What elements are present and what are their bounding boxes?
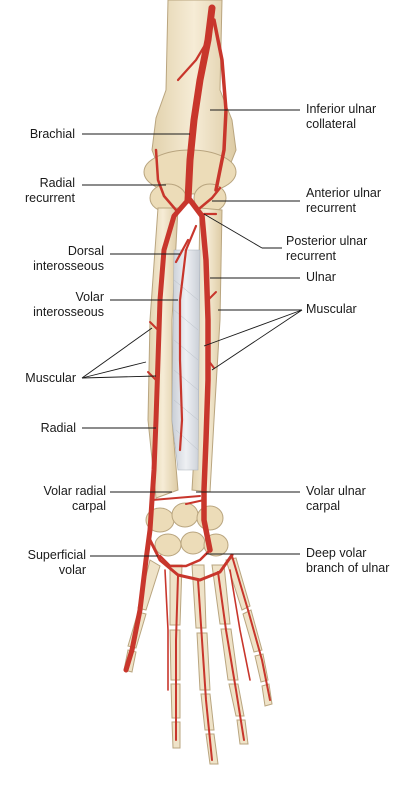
label-line: carpal bbox=[71, 499, 106, 513]
label-radial-recurrent: Radial recurrent bbox=[10, 176, 75, 206]
label-line: interosseous bbox=[33, 305, 104, 319]
label-line: Deep volar bbox=[306, 546, 367, 560]
radial-artery bbox=[123, 197, 191, 673]
label-line: Volar radial bbox=[43, 484, 106, 498]
label-volar-interosseous: Volar interosseous bbox=[6, 290, 104, 320]
label-dorsal-interosseous: Dorsal interosseous bbox=[6, 244, 104, 274]
label-ulnar: Ulnar bbox=[306, 270, 336, 285]
label-line: Superficial bbox=[27, 548, 86, 562]
arteries bbox=[123, 4, 271, 761]
label-line: Volar bbox=[75, 290, 105, 304]
label-line: Volar ulnar bbox=[306, 484, 366, 498]
label-deep-volar-branch-of-ulnar: Deep volar branch of ulnar bbox=[306, 546, 389, 576]
label-line: volar bbox=[58, 563, 86, 577]
deep-volar-arch bbox=[158, 548, 212, 568]
label-brachial: Brachial bbox=[10, 127, 75, 142]
label-line: Inferior ulnar bbox=[306, 102, 377, 116]
label-line: recurrent bbox=[306, 201, 357, 215]
label-line: recurrent bbox=[286, 249, 337, 263]
label-muscular-left: Muscular bbox=[6, 371, 76, 386]
brachial-artery bbox=[184, 4, 216, 204]
label-line: recurrent bbox=[24, 191, 75, 205]
radial-recurrent-artery bbox=[154, 148, 178, 212]
label-line: Radial bbox=[39, 176, 75, 190]
label-muscular-right: Muscular bbox=[306, 302, 357, 317]
label-line: Ulnar bbox=[306, 270, 336, 284]
leader-lines bbox=[81, 109, 303, 557]
label-superficial-volar: Superficial volar bbox=[2, 548, 86, 578]
label-line: Muscular bbox=[306, 302, 357, 316]
dorsal-interosseous-artery bbox=[174, 238, 190, 264]
label-line: Muscular bbox=[25, 371, 76, 385]
volar-interosseous-artery bbox=[178, 224, 198, 452]
carpal-bones bbox=[145, 502, 229, 557]
label-posterior-ulnar-recurrent: Posterior ulnar recurrent bbox=[286, 234, 367, 264]
ulnar-artery bbox=[187, 197, 213, 553]
superficial-volar-arch bbox=[148, 538, 234, 582]
label-inferior-ulnar-collateral: Inferior ulnar collateral bbox=[306, 102, 376, 132]
interosseous-membrane bbox=[171, 249, 201, 471]
label-line: branch of ulnar bbox=[306, 561, 390, 575]
label-line: collateral bbox=[306, 117, 357, 131]
label-anterior-ulnar-recurrent: Anterior ulnar recurrent bbox=[306, 186, 381, 216]
label-line: Brachial bbox=[29, 127, 75, 141]
label-line: Anterior ulnar bbox=[306, 186, 382, 200]
label-volar-ulnar-carpal: Volar ulnar carpal bbox=[306, 484, 366, 514]
label-line: interosseous bbox=[33, 259, 104, 273]
label-line: Dorsal bbox=[67, 244, 104, 258]
label-line: Posterior ulnar bbox=[286, 234, 368, 248]
label-line: carpal bbox=[306, 499, 341, 513]
label-radial: Radial bbox=[6, 421, 76, 436]
label-volar-radial-carpal: Volar radial carpal bbox=[2, 484, 106, 514]
label-line: Radial bbox=[40, 421, 76, 435]
